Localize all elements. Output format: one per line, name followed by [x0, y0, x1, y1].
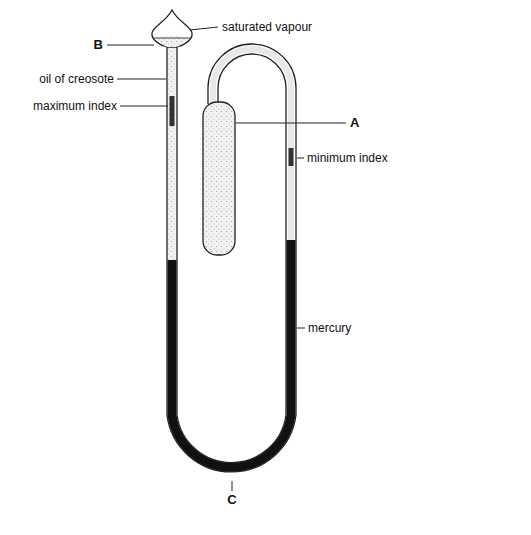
part-label: oil of creosote [39, 72, 114, 86]
bulb-b-liquid [154, 37, 190, 48]
leader-line [190, 27, 218, 30]
part-label: mercury [308, 321, 351, 335]
leader-line [297, 158, 304, 159]
maximum-index [170, 96, 175, 126]
leader-line [236, 123, 346, 124]
part-letter: C [227, 493, 236, 507]
leader-line [120, 106, 168, 107]
minimum-index [289, 148, 294, 166]
bulb-b [152, 10, 192, 47]
tube-inner [177, 46, 286, 463]
part-label: minimum index [307, 151, 388, 165]
part-letter: B [94, 38, 103, 52]
creosote-column [168, 46, 176, 261]
leader-line [232, 481, 233, 491]
liquid-surface [154, 38, 190, 39]
part-label: maximum index [33, 99, 117, 113]
leader-line [107, 45, 154, 46]
leader-line [117, 79, 166, 80]
part-label: saturated vapour [222, 20, 312, 34]
part-letter: A [350, 116, 359, 130]
leader-line [297, 328, 305, 329]
mercury-column [172, 240, 291, 467]
bulb-a [203, 102, 235, 255]
tube-outer [167, 44, 296, 472]
